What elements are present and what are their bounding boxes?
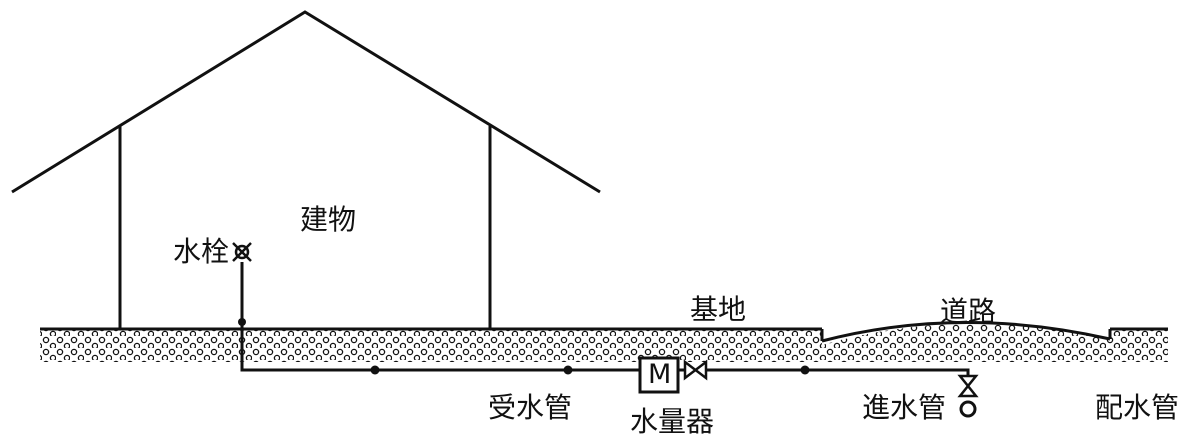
- pipe-line: [240, 325, 979, 418]
- ground: [40, 321, 1168, 362]
- pipe-joint-dot: [563, 365, 573, 375]
- faucet-assembly: [232, 242, 252, 326]
- distribution-pipe-label: 配水管: [1095, 391, 1180, 424]
- water-meter-label: 水量器: [630, 405, 715, 438]
- pipe-joint-dot: [370, 365, 380, 375]
- distribution-connection-icon: [959, 400, 977, 418]
- service-pipe-label: 進水管: [862, 391, 947, 424]
- building-label: 建物: [300, 203, 357, 236]
- building-roof: [11, 10, 601, 194]
- water-meter-box: [638, 356, 680, 394]
- stop-valve-icon: [957, 374, 979, 398]
- road-surface: [821, 321, 1111, 343]
- building: [11, 10, 601, 329]
- gate-valve-icon: [683, 359, 708, 381]
- ground-gravel: [40, 323, 1168, 362]
- meter-symbol: M: [648, 359, 672, 390]
- faucet-icon: [232, 242, 252, 262]
- faucet-junction-dot: [238, 318, 246, 326]
- receiving-pipe: [240, 325, 640, 372]
- site-label: 基地: [690, 293, 747, 326]
- receiving-pipe-label: 受水管: [488, 391, 573, 424]
- pipe-joint-dot: [800, 365, 810, 375]
- road-label: 道路: [940, 295, 997, 328]
- service-pipe: [706, 368, 970, 376]
- faucet-label: 水栓: [173, 235, 230, 268]
